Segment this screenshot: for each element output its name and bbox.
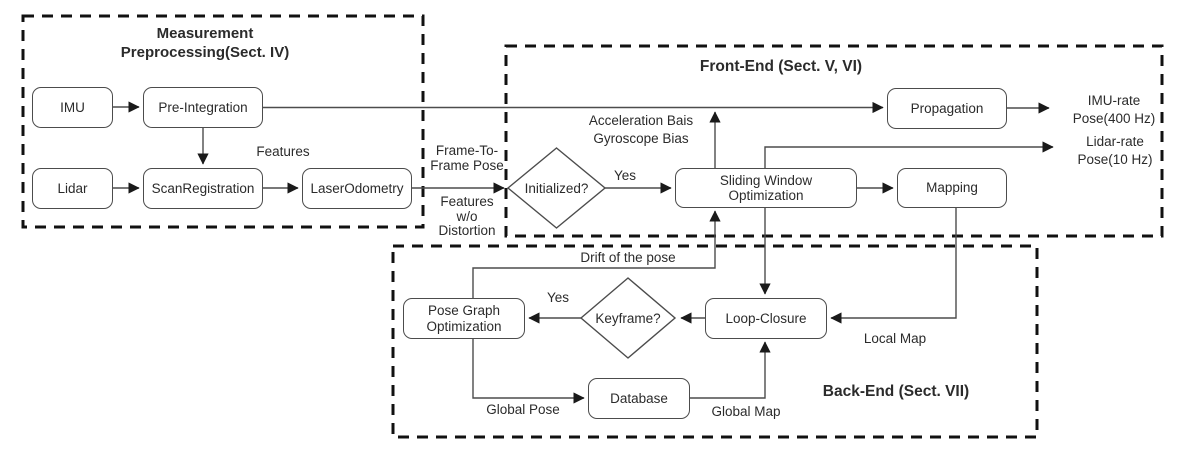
node-pose-graph-optimization: Pose Graph Optimization — [403, 298, 525, 339]
edge-label-local-map: Local Map — [863, 331, 927, 346]
node-database: Database — [588, 378, 690, 419]
group-title-front-end: Front-End (Sect. V, VI) — [699, 58, 863, 75]
node-lidar: Lidar — [32, 168, 113, 209]
edge-label-yes-initialized: Yes — [613, 168, 637, 183]
node-label: Loop-Closure — [725, 310, 807, 326]
edge-label-line: Acceleration Bais — [588, 113, 694, 128]
diamond-initialized — [506, 147, 607, 229]
edge-label-features-wo-distortion: Features w/o Distortion — [417, 194, 517, 239]
group-box-front-end — [504, 44, 1164, 238]
edge-label-frame-to-frame-pose: Frame-To- Frame Pose — [417, 143, 517, 173]
node-laser-odometry: LaserOdometry — [302, 168, 412, 209]
edge-drift-feedback-to-sliding-window — [472, 210, 721, 298]
node-sliding-window-optimization: Sliding Window Optimization — [675, 168, 857, 208]
node-label-line: Sliding Window — [719, 172, 813, 188]
edge-label-line: Frame-To- — [435, 143, 499, 158]
edge-label-line: w/o — [456, 208, 478, 224]
output-label-line: Pose(400 Hz) — [1072, 110, 1156, 126]
diamond-label-initialized: Initialized? — [524, 180, 589, 196]
node-label: IMU — [60, 99, 85, 115]
edge-label-line: Features — [440, 194, 494, 209]
node-mapping: Mapping — [897, 168, 1007, 208]
output-label-lidar-rate-pose: Lidar-rate Pose(10 Hz) — [1053, 133, 1177, 168]
group-title-line: Measurement — [156, 25, 254, 42]
node-label: Mapping — [926, 180, 978, 196]
node-imu: IMU — [32, 87, 113, 128]
edge-label-drift-of-the-pose: Drift of the pose — [580, 250, 676, 265]
edge-mapping-to-loop-closure — [830, 207, 957, 324]
edge-database-to-loop-closure — [690, 341, 771, 399]
output-label-line: Lidar-rate — [1086, 134, 1144, 149]
output-label-line: IMU-rate — [1087, 93, 1141, 108]
node-label-line: Optimization — [426, 318, 502, 334]
node-label: ScanRegistration — [151, 180, 255, 196]
node-label: Database — [610, 390, 668, 406]
node-label-line: Optimization — [728, 188, 804, 203]
edge-label-line: Frame Pose — [430, 157, 504, 173]
diamond-label-keyframe: Keyframe? — [595, 310, 661, 326]
group-title-back-end: Back-End (Sect. VII) — [822, 383, 970, 400]
group-title-measurement-preprocessing: Measurement Preprocessing(Sect. IV) — [60, 25, 350, 62]
node-label: Pre-Integration — [158, 99, 248, 115]
node-loop-closure: Loop-Closure — [705, 298, 827, 339]
diamond-keyframe — [579, 277, 677, 359]
edge-label-bias-feedback: Acceleration Bais Gyroscope Bias — [556, 112, 726, 147]
node-label: Lidar — [57, 180, 88, 196]
edge-sliding-window-to-lidar-rate-output — [764, 141, 1054, 168]
node-label-line: Pose Graph — [427, 303, 501, 318]
output-label-line: Pose(10 Hz) — [1077, 151, 1153, 167]
edge-label-line: Gyroscope Bias — [593, 130, 689, 146]
group-box-measurement-preprocessing — [21, 14, 425, 229]
edge-label-global-map: Global Map — [711, 404, 781, 419]
node-scan-registration: ScanRegistration — [143, 168, 263, 209]
output-label-imu-rate-pose: IMU-rate Pose(400 Hz) — [1052, 92, 1176, 127]
edge-pose-graph-to-database — [472, 338, 585, 404]
edge-label-line: Distortion — [438, 223, 496, 238]
node-label: LaserOdometry — [310, 180, 404, 196]
group-title-line: Preprocessing(Sect. IV) — [120, 43, 290, 61]
edge-label-global-pose: Global Pose — [486, 402, 560, 417]
node-pre-integration: Pre-Integration — [143, 87, 263, 128]
edge-label-yes-keyframe: Yes — [546, 290, 570, 305]
edge-label-features: Features — [256, 144, 310, 159]
node-label: Propagation — [910, 100, 984, 116]
node-propagation: Propagation — [887, 88, 1007, 129]
